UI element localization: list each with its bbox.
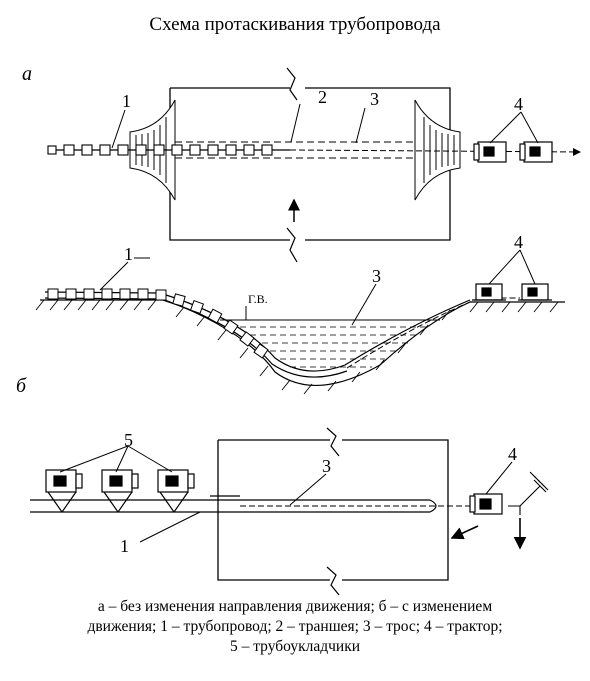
pulley-anchor-b — [508, 471, 549, 515]
tractor-plan-2 — [519, 141, 553, 163]
diagram-title: Схема протаскивания трубопровода — [149, 14, 441, 35]
tractor-b — [469, 493, 503, 515]
pipelayer-2 — [101, 469, 139, 513]
bank-flare-right — [414, 99, 461, 201]
label-3-section: 3 — [372, 266, 381, 286]
panel-label-a: а — [22, 63, 32, 85]
direction-arrow-left — [450, 525, 479, 540]
label-1-b: 1 — [120, 536, 129, 556]
pipeline-weights-section — [47, 288, 269, 359]
pipeline-1-plan — [47, 144, 290, 156]
diagram-caption: а – без изменения направления движения; … — [20, 597, 570, 657]
water-level-label: Г.В. — [248, 292, 268, 306]
label-5: 5 — [124, 430, 133, 450]
label-1-plan: 1 — [122, 91, 131, 111]
pipelayer-3 — [157, 469, 195, 513]
pipeline-1-b — [30, 495, 437, 513]
label-2-plan: 2 — [318, 87, 327, 107]
panel-a-plan-view: а — [22, 63, 581, 263]
pipeline-pulling-diagram: а — [16, 63, 581, 596]
label-1-section: 1 — [124, 244, 133, 264]
panel-a-section-view: Г.В. — [35, 232, 565, 395]
label-3-b: 3 — [322, 456, 331, 476]
trench-outline — [169, 67, 451, 263]
ground-hatching — [35, 299, 559, 395]
tractor-section-2 — [518, 283, 552, 301]
label-3-plan: 3 — [370, 89, 379, 109]
label-4-plan: 4 — [514, 94, 523, 114]
label-4-section: 4 — [514, 232, 523, 252]
panel-label-b: б — [16, 375, 27, 397]
caption-line-3: 5 – трубоукладчики — [229, 638, 361, 655]
tractor-section-1 — [472, 283, 506, 301]
caption-line-2: движения; 1 – трубопровод; 2 – траншея; … — [87, 618, 503, 635]
caption-line-1: а – без изменения направления движения; … — [97, 598, 493, 615]
panel-b-plan-view: б — [16, 375, 549, 596]
water-hatch — [240, 326, 430, 368]
tractor-plan-1 — [473, 141, 507, 163]
pipeline-in-trench — [175, 141, 415, 159]
cable-3-plan — [289, 147, 581, 156]
label-4-b: 4 — [508, 444, 517, 464]
trench-outline-b — [217, 427, 449, 596]
cable-3-section — [346, 297, 520, 369]
pipelayer-1 — [45, 469, 83, 513]
ground-surface — [40, 299, 565, 387]
